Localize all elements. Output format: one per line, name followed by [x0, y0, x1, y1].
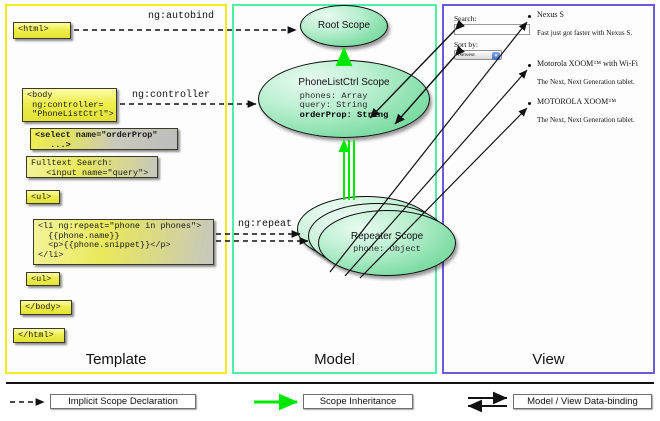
ul-close-tag: <ul>: [26, 272, 60, 286]
ng-repeat-label: ng:repeat: [238, 219, 293, 230]
view-phone-name[interactable]: Motorola XOOM™ with Wi-Fi: [537, 59, 638, 68]
legend-model-view-databinding: Model / View Data-binding: [513, 394, 652, 409]
fulltext-search-input: Fulltext Search: <input name="query">: [26, 156, 158, 178]
view-phone-name[interactable]: MOTOROLA XOOM™: [537, 97, 617, 106]
legend-scope-inheritance: Scope Inheritance: [303, 394, 413, 409]
repeater-scope-props: phone: Object: [353, 244, 421, 255]
phonelistctrl-scope: PhoneListCtrl Scope phones: Array query:…: [258, 60, 430, 138]
phonelistctrl-props-plain: phones: Array query: String: [299, 90, 368, 111]
repeater-scope: Repeater Scope phone: Object: [318, 210, 456, 276]
repeater-scope-title: Repeater Scope: [350, 230, 424, 242]
body-close-tag: </body>: [20, 300, 72, 315]
select-orderprop-tag: <select name="orderProp" ...>: [30, 128, 178, 150]
ul-open-tag: <ul>: [26, 190, 60, 204]
legend-glyph-double-arrow: [467, 391, 508, 413]
phonelistctrl-scope-title: PhoneListCtrl Scope: [298, 77, 390, 89]
ng-autobind-label: ng:autobind: [148, 11, 215, 22]
li-ngrepeat-tag: <li ng:repeat="phone in phones"> {{phone…: [33, 219, 214, 265]
body-controller-tag: <body ng:controller= "PhoneListCtrl">: [22, 88, 117, 122]
chevron-down-icon: ▾: [492, 52, 500, 60]
column-label-template: Template: [85, 351, 147, 368]
root-scope: Root Scope: [300, 5, 388, 47]
view-phone-snippet: Fast just got faster with Nexus S.: [537, 29, 633, 37]
view-sort-label: Sort by:: [454, 40, 478, 49]
legend-divider: [6, 382, 654, 384]
list-bullet-icon: [528, 15, 531, 18]
ng-controller-label: ng:controller: [132, 90, 211, 101]
legend-implicit-scope-declaration: Implicit Scope Declaration: [50, 394, 196, 409]
column-template: Template: [5, 4, 227, 374]
view-search-label: Search:: [454, 14, 477, 23]
column-label-model: Model: [314, 351, 355, 368]
html-close-tag: </html>: [13, 328, 65, 343]
view-sort-select[interactable]: Newest ▾: [454, 50, 502, 60]
html-open-tag: <html>: [13, 22, 71, 39]
list-bullet-icon: [528, 64, 531, 67]
view-sort-selected-value: Newest: [458, 52, 475, 58]
phonelistctrl-scope-props: phones: Array query: String orderProp: S…: [299, 90, 389, 121]
view-phone-name[interactable]: Nexus S: [537, 10, 564, 19]
view-phone-snippet: The Next, Next Generation tablet.: [537, 116, 635, 124]
root-scope-title: Root Scope: [317, 20, 371, 32]
view-phone-snippet: The Next, Next Generation tablet.: [537, 78, 635, 86]
phonelistctrl-props-bold: orderProp: String: [299, 110, 389, 121]
view-search-input[interactable]: [454, 24, 530, 35]
list-bullet-icon: [528, 102, 531, 105]
column-label-view: View: [532, 351, 565, 368]
